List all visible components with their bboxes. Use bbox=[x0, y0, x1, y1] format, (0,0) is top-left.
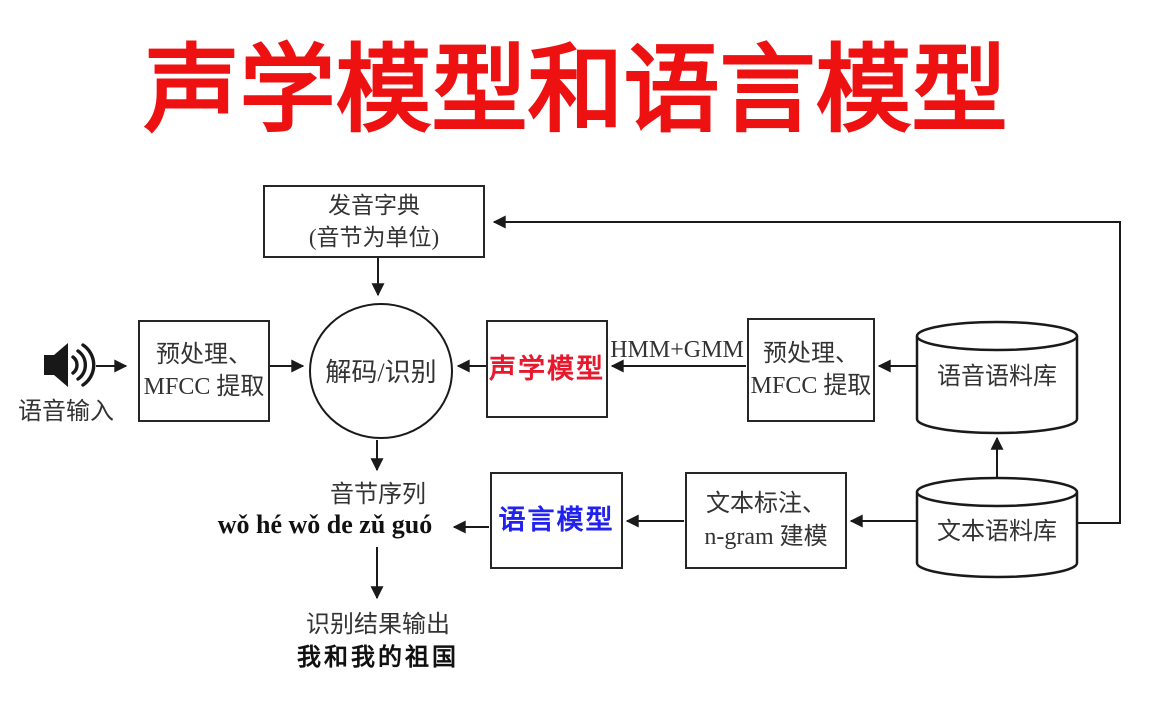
preprocess-right-line2: MFCC 提取 bbox=[750, 373, 872, 399]
text-annotation-ngram-box: 文本标注、 n-gram 建模 bbox=[685, 472, 847, 569]
arrow-textcorpus-to-dictionary-feedback bbox=[492, 215, 1121, 524]
decoder-label: 解码/识别 bbox=[325, 358, 437, 387]
preprocess-left-line2: MFCC 提取 bbox=[143, 374, 265, 400]
pinyin-syllables-text: wǒ hé wǒ de zǔ guó bbox=[217, 510, 433, 539]
speaker-icon bbox=[42, 340, 96, 395]
acoustic-model-box: 声学模型 bbox=[486, 320, 608, 418]
speech-corpus-cylinder bbox=[915, 320, 1079, 435]
decoder-circle bbox=[309, 303, 453, 439]
speech-corpus-label: 语音语料库 bbox=[937, 364, 1057, 390]
preprocess-mfcc-left-box: 预处理、 MFCC 提取 bbox=[138, 320, 270, 422]
pronunciation-dictionary-box: 发音字典 (音节为单位) bbox=[263, 185, 485, 258]
text-corpus-cylinder bbox=[915, 476, 1079, 579]
page-title: 声学模型和语言模型 bbox=[143, 37, 1008, 144]
language-model-label: 语言模型 bbox=[498, 505, 615, 536]
preprocess-left-line1: 预处理、 bbox=[156, 341, 252, 368]
recognition-output-result: 我和我的祖国 bbox=[297, 645, 459, 671]
recognition-output-label: 识别结果输出 bbox=[306, 612, 450, 638]
ngram-line2: n-gram 建模 bbox=[704, 523, 828, 550]
dictionary-line2: (音节为单位) bbox=[308, 224, 440, 250]
syllable-sequence-label: 音节序列 bbox=[330, 482, 426, 508]
language-model-box: 语言模型 bbox=[490, 472, 623, 569]
text-corpus-label: 文本语料库 bbox=[937, 519, 1057, 545]
hmm-gmm-label: HMM+GMM bbox=[610, 337, 744, 363]
dictionary-line1: 发音字典 bbox=[328, 193, 420, 219]
ngram-line1: 文本标注、 bbox=[706, 491, 826, 518]
speech-input-label: 语音输入 bbox=[18, 399, 114, 425]
acoustic-model-label: 声学模型 bbox=[489, 353, 605, 384]
preprocess-mfcc-right-box: 预处理、 MFCC 提取 bbox=[747, 318, 875, 422]
preprocess-right-line1: 预处理、 bbox=[763, 340, 859, 367]
